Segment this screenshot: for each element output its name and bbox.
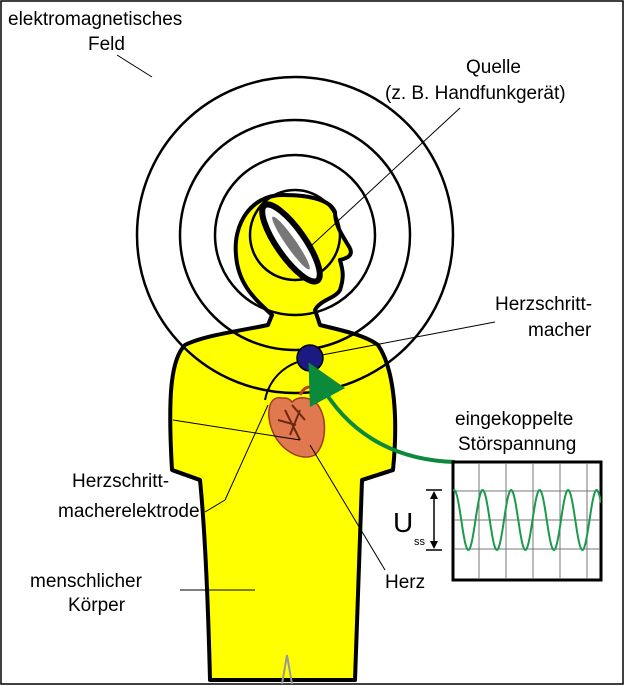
field-label-line1: elektromagnetisches — [8, 9, 182, 30]
voltage-symbol: U — [393, 507, 413, 538]
electrode-label-line1: Herzschritt- — [72, 471, 169, 492]
pacemaker-label-line1: Herzschritt- — [495, 294, 592, 315]
electrode-label-line2: macherelektrode — [58, 501, 200, 522]
voltage-subscript: ss — [414, 536, 426, 548]
oscilloscope-icon — [453, 462, 601, 580]
heart-label: Herz — [385, 572, 425, 593]
interference-label-line2: Störspannung — [458, 434, 576, 455]
interference-label-line1: eingekoppelte — [455, 409, 573, 430]
body-label-line2: Körper — [68, 595, 126, 616]
source-label-line2: (z. B. Handfunkgerät) — [385, 83, 566, 104]
pacemaker-label-line2: macher — [528, 320, 592, 341]
voltage-dimension — [426, 490, 442, 550]
body-label-line1: menschlicher — [30, 571, 143, 592]
source-label-line1: Quelle — [466, 57, 521, 78]
field-label-line2: Feld — [88, 34, 125, 55]
pacemaker-icon — [297, 345, 323, 371]
